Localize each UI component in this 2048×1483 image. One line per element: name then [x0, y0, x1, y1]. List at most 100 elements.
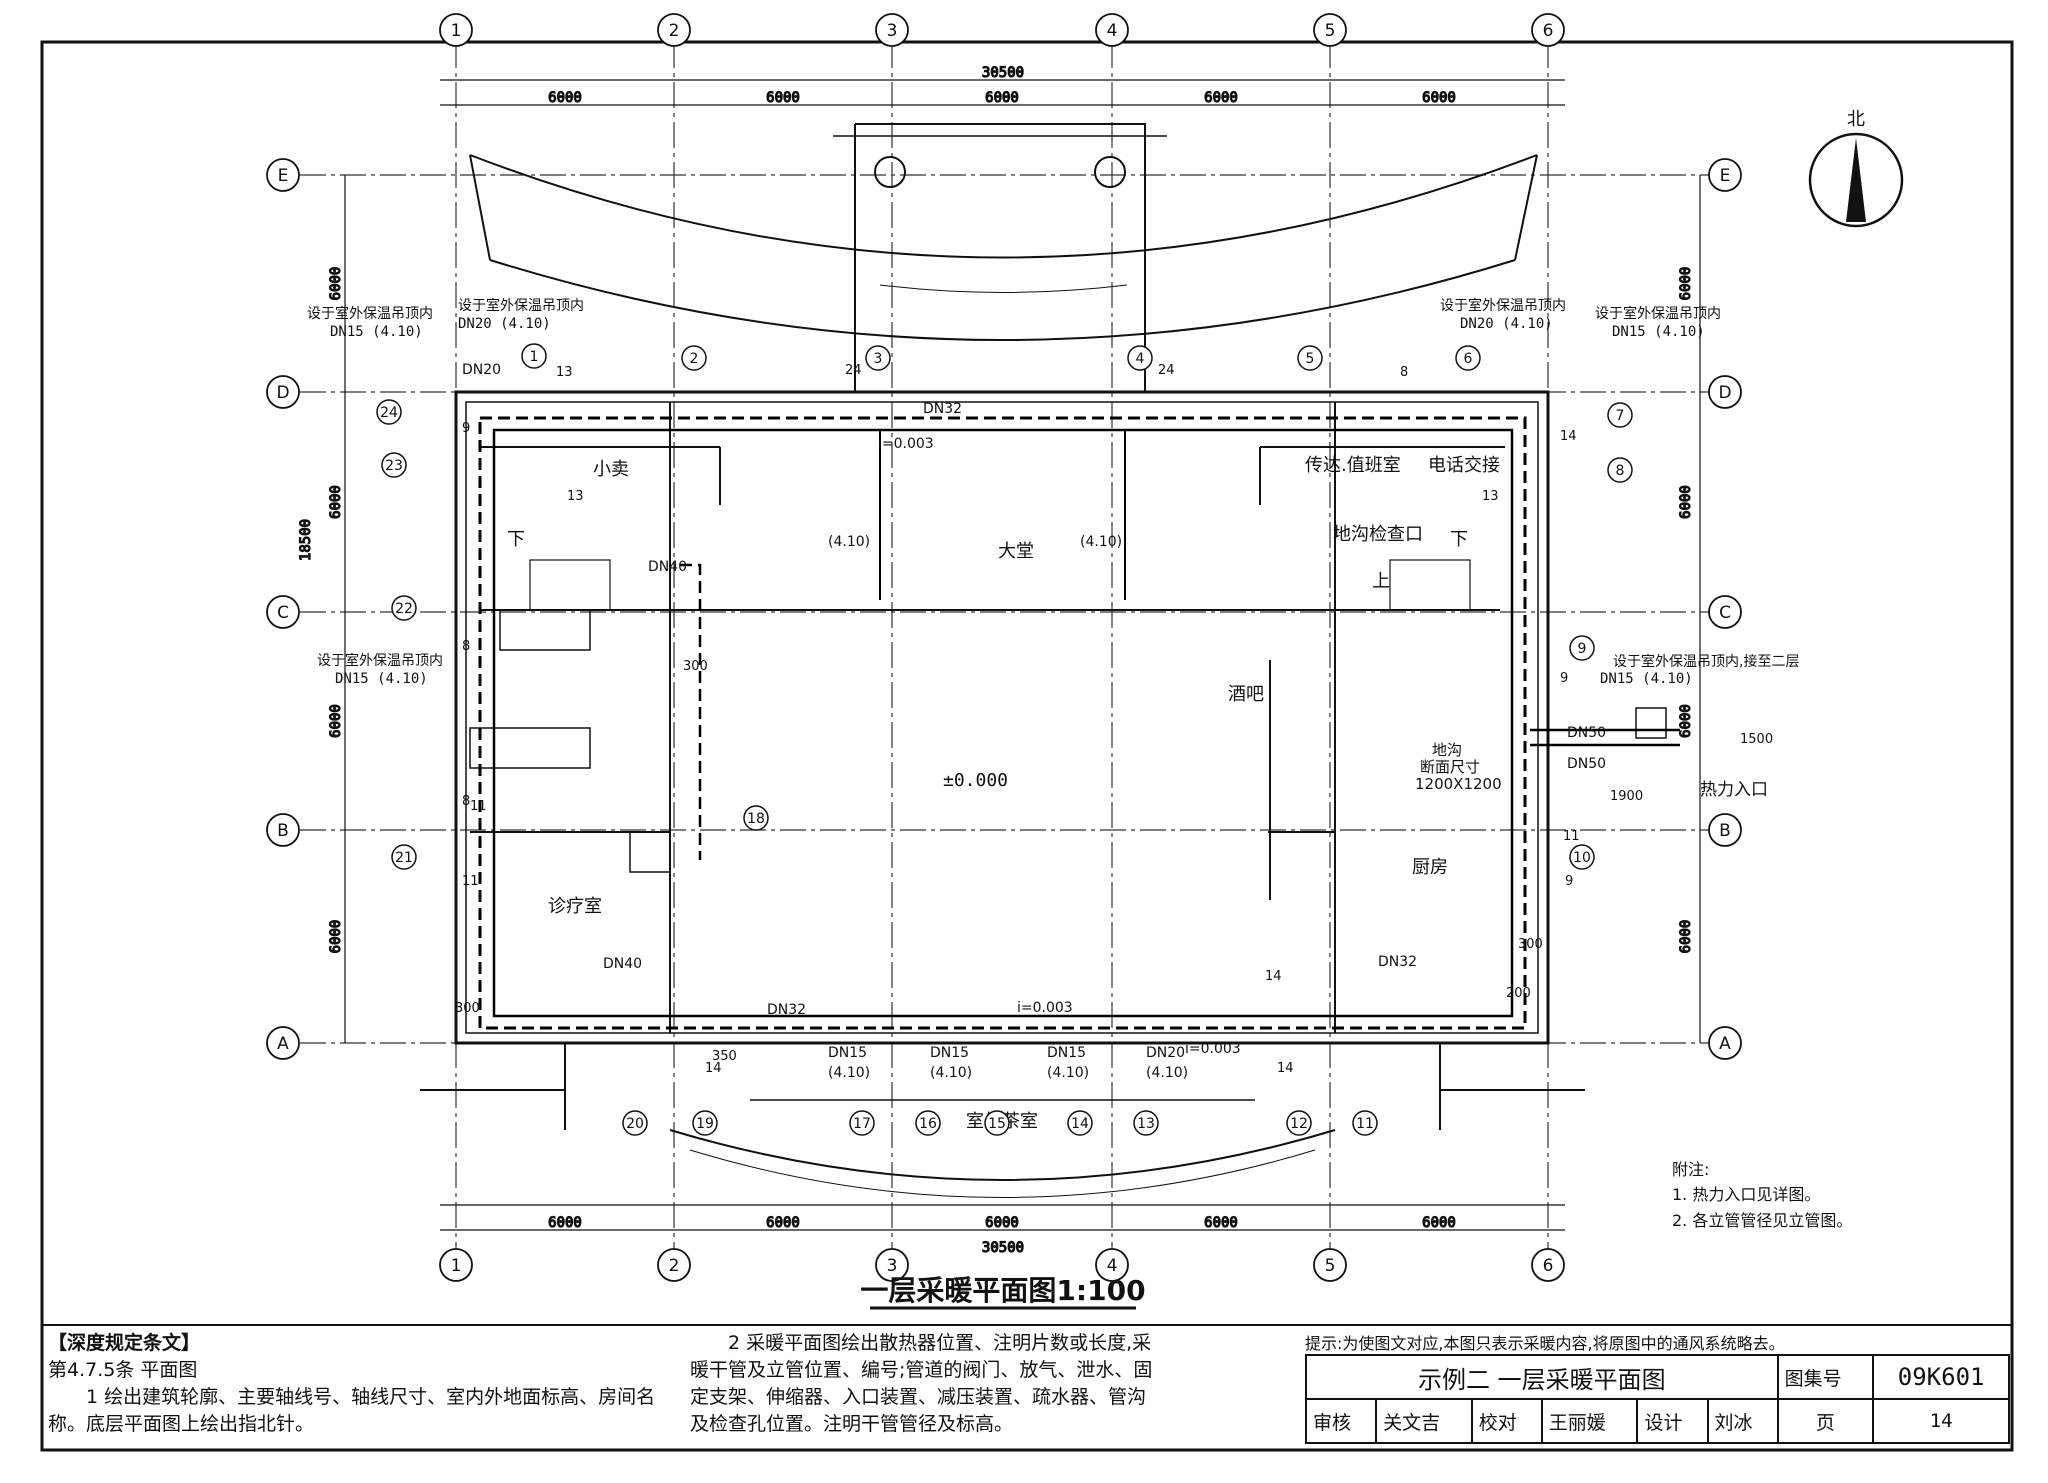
riser-2-label: 2 [690, 351, 699, 367]
footnote-item-1: 1. 热力入口见详图。 [1672, 1185, 1820, 1204]
axis-bottom-1-circle [439, 1248, 473, 1282]
dim-col-1-0: 6000 [766, 90, 800, 106]
trench-label-1: 地沟 [1432, 741, 1462, 759]
riser-12-label: 12 [1290, 1116, 1308, 1132]
riser-4-label: 4 [1136, 351, 1145, 367]
axis-top-4-circle [1095, 13, 1129, 47]
axis-top-4-label: 4 [1107, 21, 1118, 41]
title-block-name: 示例二 一层采暖平面图 [1305, 1354, 1779, 1400]
riser-15-label: 15 [988, 1116, 1006, 1132]
riser-12-circle [1286, 1110, 1312, 1136]
pipe-label-dn15-b: DN15 [930, 1045, 969, 1061]
riser-23-label: 23 [385, 458, 403, 474]
outdoor-note-left-low-size: DN15 (4.10) [335, 671, 428, 687]
riser-24-circle [376, 399, 402, 425]
axis-top-3-circle [875, 13, 909, 47]
riser-18-circle [743, 805, 769, 831]
riser-3-circle [865, 345, 891, 371]
misc-dim-5: 1500 [1740, 732, 1773, 747]
axis-bottom-6-circle [1531, 1248, 1565, 1282]
axis-top-1-label: 1 [451, 21, 462, 41]
axis-top-5-label: 5 [1325, 21, 1336, 41]
riser-19-circle [692, 1110, 718, 1136]
riser-5-circle [1297, 345, 1323, 371]
room-clinic: 诊疗室 [548, 896, 602, 917]
depth-rule-notes-2: 2 采暖平面图绘出散热器位置、注明片数或长度,采暖干管及立管位置、编号;管道的阀… [690, 1330, 1160, 1438]
floor-elevation: ±0.000 [943, 770, 1008, 791]
radiator-count-13: 9 [1565, 874, 1573, 889]
pipe-label-dn32-c: DN32 [923, 401, 962, 417]
pipe-ref-d: (4.10) [930, 1065, 972, 1081]
riser-18-label: 18 [747, 811, 765, 827]
pipe-label-dn20-a: DN20 [462, 362, 501, 378]
axis-left-A-circle [266, 1026, 300, 1060]
axis-left-A-label: A [277, 1034, 289, 1054]
riser-9-label: 9 [1578, 641, 1587, 657]
axis-top-6-label: 6 [1543, 21, 1554, 41]
radiator-count-16: 8 [462, 794, 470, 809]
room-phone: 电话交接 [1428, 455, 1500, 476]
axis-top-2-label: 2 [669, 21, 680, 41]
dim-col-2-0: 6000 [985, 90, 1019, 106]
riser-13-label: 13 [1137, 1116, 1155, 1132]
riser-14-label: 14 [1071, 1116, 1089, 1132]
axis-bottom-3-label: 3 [887, 1256, 898, 1276]
axis-left-E-label: E [278, 166, 289, 186]
axis-right-D-label: D [1718, 383, 1731, 403]
axis-left-C-label: C [277, 603, 289, 623]
dim-col-0-0: 6000 [548, 90, 582, 106]
dim-col-3-0: 6000 [1204, 90, 1238, 106]
misc-dim-2: 300 [1518, 937, 1543, 952]
radiator-count-15: 8 [462, 639, 470, 654]
riser-6-circle [1455, 345, 1481, 371]
radiator-count-9: 14 [1265, 969, 1282, 984]
radiator-count-6: 9 [462, 421, 470, 436]
outdoor-notes: 设于室外保温吊顶内 DN15 (4.10) 设于室外保温吊顶内 DN20 (4.… [307, 297, 1799, 687]
room-labels: 小卖 大堂 传达.值班室 电话交接 地沟检查口 酒吧 厨房 诊疗室 室外茶室 上… [507, 455, 1768, 1132]
axis-top-6-circle [1531, 13, 1565, 47]
misc-dim-6: 1900 [1610, 789, 1643, 804]
building-outline [420, 123, 1667, 1198]
pipe-label-dn40-a: DN40 [648, 559, 687, 575]
riser-17-circle [849, 1110, 875, 1136]
check-label: 校对 [1470, 1398, 1543, 1444]
radiator-count-1: 13 [567, 489, 584, 504]
pipe-label-dn32-a: DN32 [767, 1002, 806, 1018]
riser-8-label: 8 [1616, 463, 1625, 479]
dim-total-width-1: 30500 [982, 1240, 1024, 1256]
riser-16-label: 16 [919, 1116, 937, 1132]
axis-bottom-2-label: 2 [669, 1256, 680, 1276]
notes-item-2: 2 采暖平面图绘出散热器位置、注明片数或长度,采暖干管及立管位置、编号;管道的阀… [690, 1332, 1153, 1435]
outdoor-note-right-up: 设于室外保温吊顶内,接至二层 [1613, 653, 1799, 670]
pipe-label-dn32-b: DN32 [1378, 954, 1417, 970]
axis-right-C-label: C [1719, 603, 1731, 623]
dimension-lines: 6000600060006000600060006000600060006000… [297, 64, 1701, 1257]
radiator-count-3: 8 [1400, 365, 1408, 380]
trench-label-3: 1200X1200 [1415, 775, 1502, 793]
misc-dim-1: 300 [455, 1001, 480, 1016]
axis-bottom-6-label: 6 [1543, 1256, 1554, 1276]
radiator-count-14: 9 [1560, 671, 1568, 686]
radiator-count-17: 11 [1563, 829, 1580, 844]
misc-dim-3: 200 [1506, 986, 1531, 1001]
pipe-label-dn15-c: DN15 [1047, 1045, 1086, 1061]
riser-21-label: 21 [395, 850, 413, 866]
notes-heading: 【深度规定条文】 [48, 1332, 201, 1354]
notes-clause: 第4.7.5条 平面图 [48, 1359, 198, 1381]
riser-7-label: 7 [1616, 408, 1625, 424]
dim-row-1-1: 6000 [1678, 485, 1694, 519]
axis-right-C-circle [1708, 595, 1742, 629]
dim-row-0-1: 6000 [1678, 267, 1694, 301]
dim-col-0-1: 6000 [548, 1215, 582, 1231]
north-arrow: 北 [1808, 109, 1904, 228]
dim-total-width-0: 30500 [982, 65, 1024, 81]
riser-1-circle [521, 343, 547, 369]
riser-11-label: 11 [1356, 1116, 1374, 1132]
axis-bottom-4-label: 4 [1107, 1256, 1118, 1276]
heating-pipes [478, 416, 1680, 1030]
riser-10-label: 10 [1573, 850, 1591, 866]
riser-5-label: 5 [1306, 351, 1315, 367]
axis-left-D-label: D [276, 383, 289, 403]
